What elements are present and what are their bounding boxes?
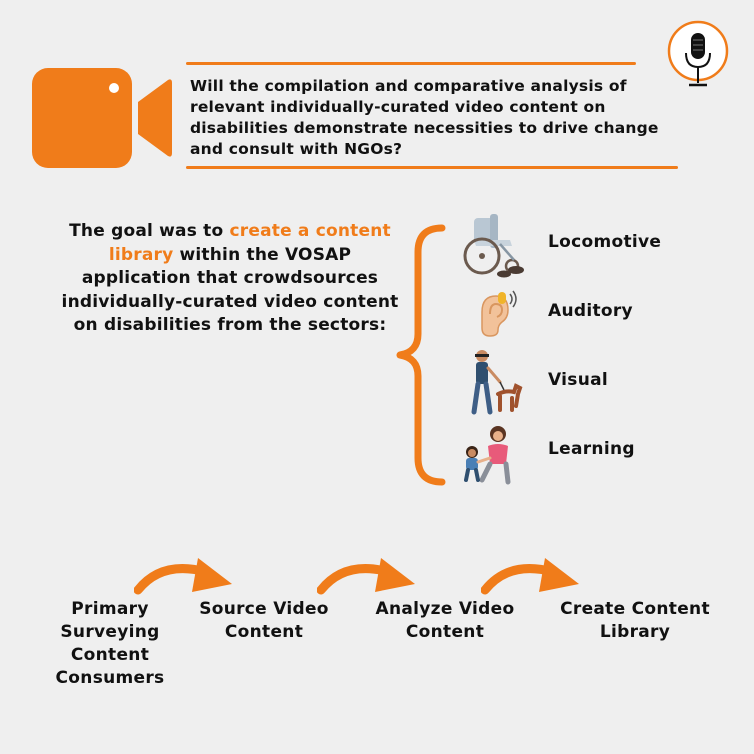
sector-label-visual: Visual xyxy=(548,370,609,390)
research-question: Will the compilation and comparative ana… xyxy=(190,77,659,158)
guide-dog-walker-icon xyxy=(471,350,523,415)
video-camera-icon xyxy=(32,68,172,168)
sector-label-learning: Learning xyxy=(548,439,635,459)
sector-label-locomotive: Locomotive xyxy=(548,232,662,252)
header-bottom-line xyxy=(186,166,678,169)
goal-text-after: within the VOSAP application that crowds… xyxy=(61,244,399,336)
wheelchair-icon xyxy=(463,214,524,278)
microphone-icon xyxy=(667,20,729,87)
arrow-icon-3 xyxy=(481,558,579,595)
ear-hearing-aid-icon xyxy=(481,290,517,337)
curly-brace xyxy=(396,224,446,486)
step-primary-surveying: Primary Surveying Content Consumers xyxy=(55,599,165,688)
step-create-library: Create Content Library xyxy=(560,599,710,642)
arrow-icon-1 xyxy=(134,558,232,595)
goal-highlight: create a content library xyxy=(108,221,391,265)
sector-label-auditory: Auditory xyxy=(548,301,633,321)
arrow-icon-2 xyxy=(317,558,415,595)
step-analyze-video: Analyze Video Content xyxy=(375,599,515,642)
header-top-line xyxy=(186,62,636,65)
goal-text-before: The goal was to xyxy=(69,221,230,241)
step-source-video: Source Video Content xyxy=(199,599,329,642)
parent-child-learning-icon xyxy=(464,426,511,485)
goal-statement: The goal was to create a content library… xyxy=(60,220,400,338)
